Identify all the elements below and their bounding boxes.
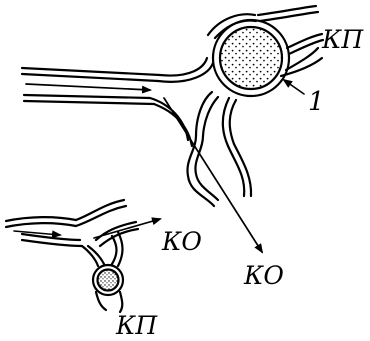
- label-ko-small: КО: [161, 227, 202, 256]
- lower-vesicle: [93, 265, 123, 312]
- lower-upper-channel: [76, 200, 138, 246]
- upper-vesicle: [213, 20, 289, 96]
- label-ko-large: КО: [243, 261, 284, 290]
- arrow-ko-small: [94, 219, 160, 238]
- arrow-incoming-upper: [26, 84, 150, 90]
- lower-descending-channel: [82, 232, 123, 266]
- label-kp-lower: КП: [115, 311, 158, 336]
- leader-line-1: [284, 80, 304, 94]
- upper-right-loop: [281, 34, 323, 76]
- arrow-incoming-lower: [14, 231, 60, 235]
- label-marker-1: 1: [308, 87, 325, 117]
- label-kp-upper: КП: [321, 25, 364, 54]
- upper-incoming-channel: [22, 58, 213, 104]
- upper-diagonal-channel: [150, 98, 192, 146]
